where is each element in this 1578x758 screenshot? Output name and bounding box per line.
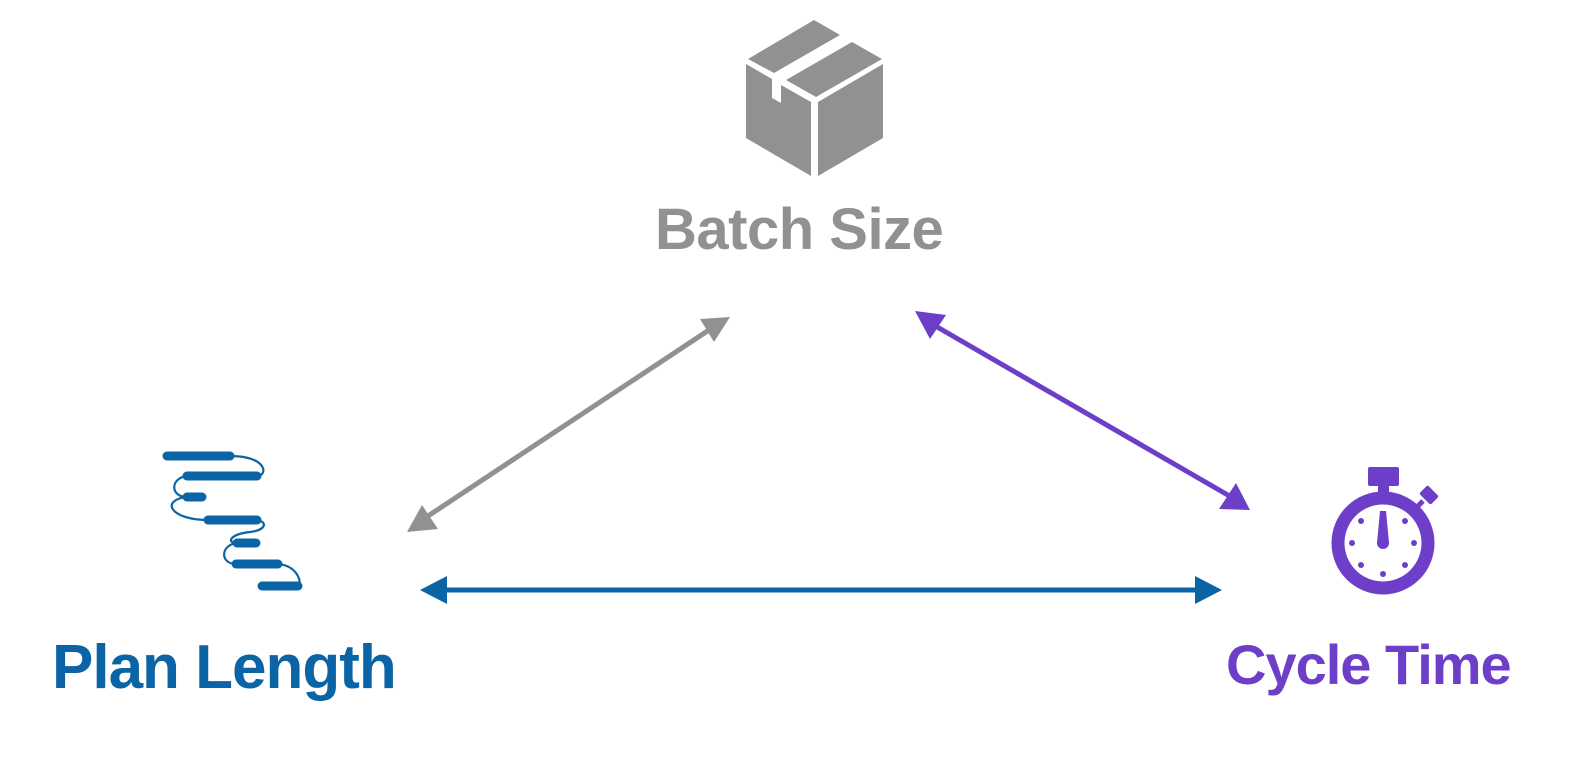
cycle-time-label: Cycle Time <box>1226 633 1512 696</box>
edge-plan-cycle <box>420 576 1222 604</box>
plan-length-label: Plan Length <box>52 633 397 702</box>
stopwatch-icon <box>1331 467 1439 595</box>
edge-batch-cycle <box>915 311 1250 510</box>
edge-plan-batch <box>407 317 730 532</box>
box-icon <box>746 20 883 176</box>
gantt-plan-icon <box>162 451 303 591</box>
batch-size-label: Batch Size <box>655 197 944 262</box>
